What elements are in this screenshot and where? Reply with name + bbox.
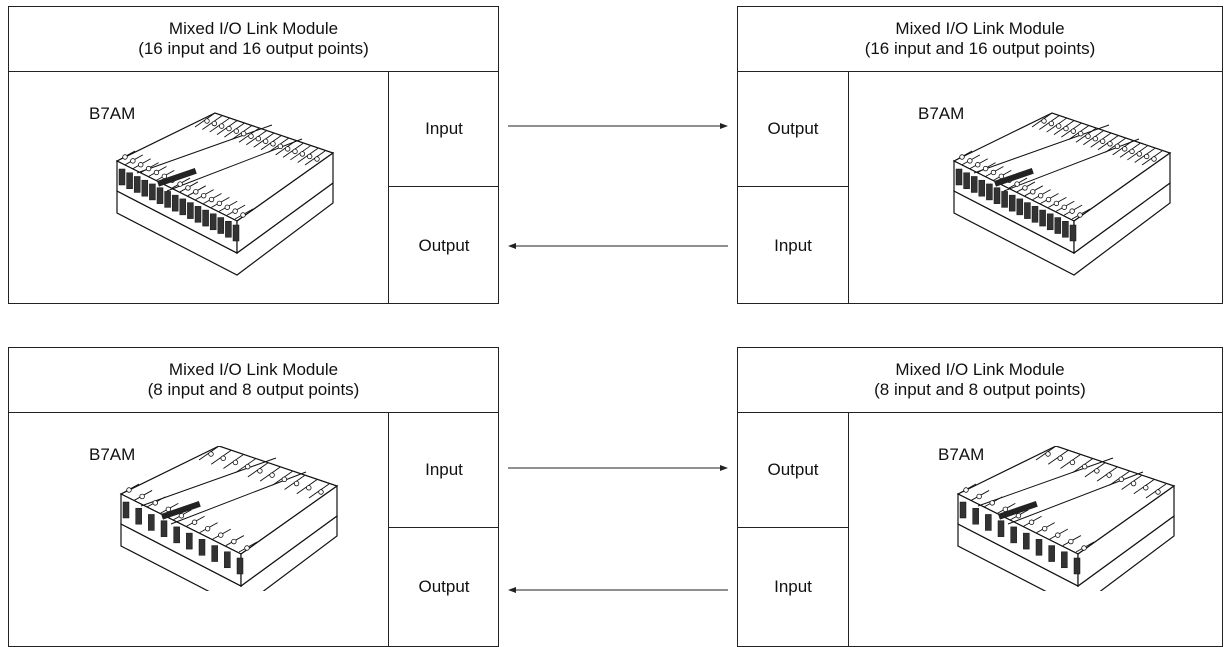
module-title-line1: Mixed I/O Link Module <box>168 19 339 38</box>
model-label: B7AM <box>918 104 965 123</box>
model-label: B7AM <box>89 104 136 123</box>
module-title-line1: Mixed I/O Link Module <box>168 360 339 379</box>
model-label: B7AM <box>89 445 136 464</box>
module-title: Mixed I/O Link Module (8 input and 8 out… <box>738 348 1222 413</box>
module-title-line2: (8 input and 8 output points) <box>874 380 1086 399</box>
port-label-bottom: Output <box>418 235 470 255</box>
module-title-line2: (8 input and 8 output points) <box>147 380 360 399</box>
arrow-left-icon <box>508 587 728 593</box>
module-title: Mixed I/O Link Module (16 input and 16 o… <box>9 7 498 72</box>
device-illustration-icon <box>97 103 337 283</box>
port-label-bottom: Output <box>418 577 470 596</box>
port-label-bottom: Input <box>774 577 812 596</box>
port-label-top: Input <box>425 118 463 138</box>
device-illustration-icon <box>938 446 1178 591</box>
module-box-row2-left: Mixed I/O Link Module (8 input and 8 out… <box>8 347 499 647</box>
arrow-left-icon <box>508 243 728 249</box>
module-box-row1-right: Mixed I/O Link Module (16 input and 16 o… <box>737 6 1223 304</box>
module-title-line1: Mixed I/O Link Module <box>895 19 1065 38</box>
module-title: Mixed I/O Link Module (8 input and 8 out… <box>9 348 498 413</box>
module-title-line2: (16 input and 16 output points) <box>864 39 1096 58</box>
module-box-row2-right: Mixed I/O Link Module (8 input and 8 out… <box>737 347 1223 647</box>
port-label-top: Output <box>767 118 819 138</box>
port-label-bottom: Input <box>774 235 812 255</box>
port-label-top: Output <box>767 459 819 479</box>
device-illustration-icon <box>934 103 1174 283</box>
port-label-top: Input <box>425 459 463 479</box>
module-title-line2: (16 input and 16 output points) <box>138 39 369 58</box>
module-box-row1-left: Mixed I/O Link Module (16 input and 16 o… <box>8 6 499 304</box>
model-label: B7AM <box>938 445 985 464</box>
module-title: Mixed I/O Link Module (16 input and 16 o… <box>738 7 1222 72</box>
device-illustration-icon <box>101 446 341 591</box>
module-title-line1: Mixed I/O Link Module <box>895 360 1065 379</box>
arrow-right-icon <box>508 465 728 471</box>
arrow-right-icon <box>508 123 728 129</box>
